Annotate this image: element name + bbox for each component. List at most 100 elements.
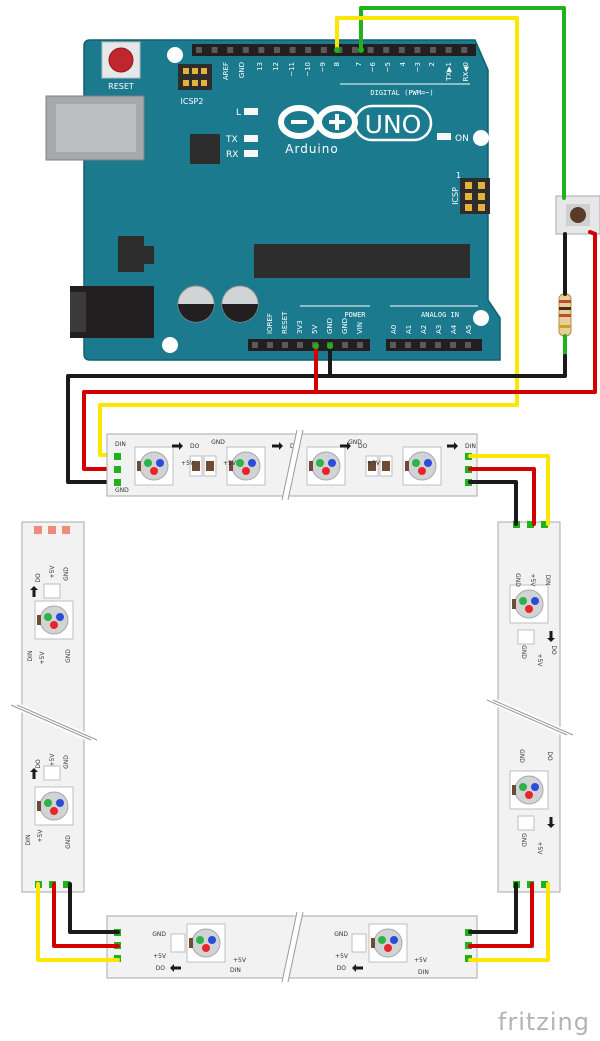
atmega-chip bbox=[254, 244, 470, 278]
wire-red bbox=[588, 230, 597, 236]
analog-header bbox=[386, 339, 482, 351]
power-pin-label: 5V bbox=[311, 325, 319, 334]
power-pin-label: 3V3 bbox=[296, 320, 304, 334]
analog-pin-label: A0 bbox=[390, 325, 398, 334]
header-pin bbox=[414, 47, 421, 53]
wire-joint bbox=[327, 343, 333, 349]
header-pin bbox=[305, 47, 312, 53]
direction-arrow-icon bbox=[30, 586, 38, 597]
icsp2-label: ICSP2 bbox=[181, 97, 204, 106]
strip-pad bbox=[465, 955, 472, 962]
strip-label-v5: +5V bbox=[153, 953, 167, 960]
voltage-regulator-tab bbox=[144, 246, 154, 264]
wire-red bbox=[82, 232, 597, 471]
header-pin bbox=[367, 47, 374, 53]
strip-cut-mark bbox=[488, 696, 572, 739]
strip-label-gnd: GND bbox=[211, 439, 225, 446]
tx-led bbox=[244, 135, 258, 142]
digital-pin-label: ~3 bbox=[414, 62, 422, 72]
strip-label-do: DO bbox=[35, 759, 42, 769]
smd-resistor bbox=[170, 933, 186, 953]
header-pin bbox=[445, 47, 452, 53]
strip-label-gnd: GND bbox=[152, 931, 166, 938]
header-pin bbox=[211, 47, 218, 53]
wire-black bbox=[66, 354, 567, 484]
strip-label-v5: +5V bbox=[39, 651, 46, 665]
icsp-header bbox=[460, 178, 490, 214]
digital-pin-label: ~6 bbox=[369, 61, 377, 72]
strip-label-v5: +5V bbox=[49, 565, 56, 579]
strip-label-do: DO bbox=[35, 573, 42, 583]
rgb-led bbox=[134, 446, 174, 486]
strip-label-din: DIN bbox=[115, 441, 126, 448]
tx-led-label: TX bbox=[225, 135, 238, 145]
strip-pad bbox=[114, 479, 121, 486]
resistor bbox=[558, 293, 572, 337]
smd-resistor bbox=[517, 815, 535, 831]
header-pin bbox=[252, 342, 258, 348]
strip-cut-mark bbox=[287, 429, 304, 501]
wires bbox=[66, 6, 597, 484]
strip-label-do: DO bbox=[190, 443, 200, 450]
mounting-hole bbox=[473, 130, 489, 146]
strip-label-gnd: GND bbox=[518, 749, 525, 763]
digital-pin-label: ~10 bbox=[304, 62, 312, 77]
strip-wires bbox=[36, 454, 550, 962]
smd-resistor bbox=[365, 455, 379, 477]
strip-cut-mark bbox=[281, 911, 298, 983]
rgb-led bbox=[34, 786, 74, 826]
header-pin bbox=[383, 47, 390, 53]
header-pin bbox=[357, 342, 363, 348]
header-pin bbox=[420, 342, 426, 348]
smd-resistor bbox=[379, 455, 393, 477]
direction-arrow-icon bbox=[272, 442, 283, 450]
header-pin bbox=[450, 342, 456, 348]
strip-label-v5: +5V bbox=[37, 829, 44, 843]
push-button[interactable] bbox=[555, 195, 600, 235]
strip-pad bbox=[62, 526, 70, 534]
header-pin bbox=[430, 47, 436, 53]
direction-arrow-icon bbox=[547, 817, 555, 828]
mounting-hole bbox=[162, 337, 178, 353]
reset-button[interactable] bbox=[108, 47, 134, 73]
board-pcb bbox=[83, 39, 501, 361]
digital-pin-label: GND bbox=[238, 62, 246, 78]
strip-pad bbox=[527, 521, 534, 528]
power-pin-label: RESET bbox=[281, 311, 289, 334]
header-pin bbox=[405, 342, 411, 348]
strip-label-gnd: GND bbox=[65, 835, 72, 849]
icsp2-header bbox=[178, 64, 212, 90]
on-led-label: ON bbox=[455, 134, 469, 144]
rgb-led bbox=[226, 446, 266, 486]
l-led bbox=[244, 108, 258, 115]
uno-label: UNO bbox=[365, 110, 422, 139]
wire-green bbox=[359, 6, 566, 200]
header-pin bbox=[274, 47, 280, 53]
header-pin bbox=[465, 342, 471, 348]
direction-arrow-icon bbox=[340, 442, 351, 450]
strip-cut-mark bbox=[492, 699, 574, 736]
direction-arrow-icon bbox=[172, 442, 183, 450]
wire-yellow bbox=[98, 16, 519, 457]
usb-chip bbox=[190, 134, 220, 164]
strip-pad bbox=[541, 881, 548, 888]
strip-label-gnd: GND bbox=[63, 755, 70, 769]
usb-connector-inner bbox=[56, 104, 136, 152]
capacitor bbox=[177, 285, 215, 323]
header-pin bbox=[227, 47, 234, 53]
wire-red bbox=[468, 882, 534, 948]
power-header bbox=[248, 339, 370, 351]
direction-arrow-icon bbox=[352, 964, 363, 972]
strip-label-v5: +5V bbox=[536, 654, 543, 668]
header-pin bbox=[352, 47, 358, 53]
strip-label-gnd: GND bbox=[334, 931, 348, 938]
power-pin-label: VIN bbox=[356, 322, 364, 334]
strip-label-v5: +5V bbox=[529, 574, 536, 588]
strip-label-gnd: GND bbox=[520, 645, 527, 659]
rgb-led bbox=[186, 923, 226, 963]
strip-label-gnd: GND bbox=[348, 439, 362, 446]
strip-label-do: DO bbox=[156, 965, 166, 972]
analog-label: ANALOG IN bbox=[421, 311, 459, 319]
